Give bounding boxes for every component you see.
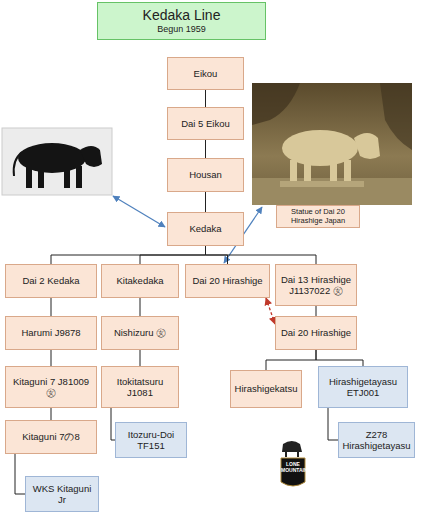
node-text: Itozuru-Doi TF151 <box>119 429 183 452</box>
caption-box: Statue of Dai 20 Hirashige Japan <box>276 205 360 228</box>
herd-sire-box: Hirashigetayasu ETJ001 <box>318 366 408 408</box>
node-text: Hirashigetayasu ETJ001 <box>322 376 404 399</box>
ancestor-box: Dai 20 Hirashige <box>275 316 357 350</box>
ancestor-box: Nishizuru ㊛ <box>101 316 179 350</box>
lineage-line <box>205 90 206 107</box>
node-text: Housan <box>189 169 222 180</box>
lineage-line <box>15 454 25 494</box>
lineage-line <box>51 408 52 420</box>
lineage-line <box>316 350 363 366</box>
node-text: Dai 5 Eikou <box>181 118 230 129</box>
statue-photo <box>252 83 412 205</box>
node-text: Nishizuru ㊛ <box>114 327 166 338</box>
ancestor-box: Kedaka <box>167 212 244 246</box>
ancestor-box: Hirashigekatsu <box>230 370 302 408</box>
ancestor-box: Kitaguni 7の8 <box>5 420 97 454</box>
bull-photo <box>2 128 112 195</box>
lineage-line <box>51 350 52 366</box>
node-text: Dai 2 Kedaka <box>22 275 79 286</box>
ancestor-box: Dai 13 Hirashige J1137022 ㊛ <box>275 264 357 306</box>
logo-text: LONE MOUNTAIN <box>281 462 305 473</box>
node-text: Dai 20 Hirashige <box>281 327 351 338</box>
logo <box>281 441 305 486</box>
lineage-line <box>51 246 206 264</box>
node-text: Kitakedaka <box>116 275 163 286</box>
herd-sire-box: Z278 Hirashigetayasu <box>338 422 415 458</box>
node-text: Statue of Dai 20 Hirashige Japan <box>279 208 357 225</box>
lineage-line <box>51 298 52 316</box>
herd-sire-box: WKS Kitaguni Jr <box>25 476 99 512</box>
ancestor-box: Dai 2 Kedaka <box>5 264 97 298</box>
ancestor-box: Kitakedaka <box>101 264 179 298</box>
ancestor-box: Eikou <box>167 57 244 90</box>
node-text: Dai 20 Hirashige <box>192 275 262 286</box>
node-text: Kitaguni 7の8 <box>22 431 80 442</box>
ancestor-box: Dai 5 Eikou <box>167 107 244 140</box>
lineage-line <box>328 408 338 440</box>
ancestor-box: Harumi J9878 <box>5 316 97 350</box>
lineage-line <box>140 350 141 366</box>
title-box: Kedaka LineBegun 1959 <box>97 2 266 40</box>
lineage-line <box>266 350 316 370</box>
lineage-line <box>140 298 141 316</box>
node-text: Begun 1959 <box>157 24 206 35</box>
photo-leader <box>113 196 165 227</box>
lineage-line <box>206 246 317 264</box>
lineage-line <box>205 192 206 212</box>
ancestor-box: Itokitatsuru J1081 <box>101 366 179 408</box>
lineage-line <box>140 246 206 264</box>
lineage-line <box>316 306 317 316</box>
lineage-line <box>205 140 206 158</box>
link-arrow <box>266 298 275 324</box>
node-text: Hirashigekatsu <box>235 383 298 394</box>
node-text: Dai 13 Hirashige J1137022 ㊛ <box>279 274 353 297</box>
node-text: Z278 Hirashigetayasu <box>342 429 411 452</box>
node-text: Harumi J9878 <box>21 327 80 338</box>
node-text: Eikou <box>194 68 218 79</box>
ancestor-box: Kitaguni 7 J81009 ㊛ <box>5 366 97 408</box>
ancestor-box: Dai 20 Hirashige <box>185 264 270 298</box>
herd-sire-box: Itozuru-Doi TF151 <box>115 422 187 458</box>
node-text: Kedaka <box>189 223 221 234</box>
node-text: Kitaguni 7 J81009 ㊛ <box>9 376 93 399</box>
ancestor-box: Housan <box>167 158 244 192</box>
node-text: WKS Kitaguni Jr <box>29 483 95 506</box>
node-text: Kedaka Line <box>143 7 221 24</box>
node-text: Itokitatsuru J1081 <box>105 376 175 399</box>
